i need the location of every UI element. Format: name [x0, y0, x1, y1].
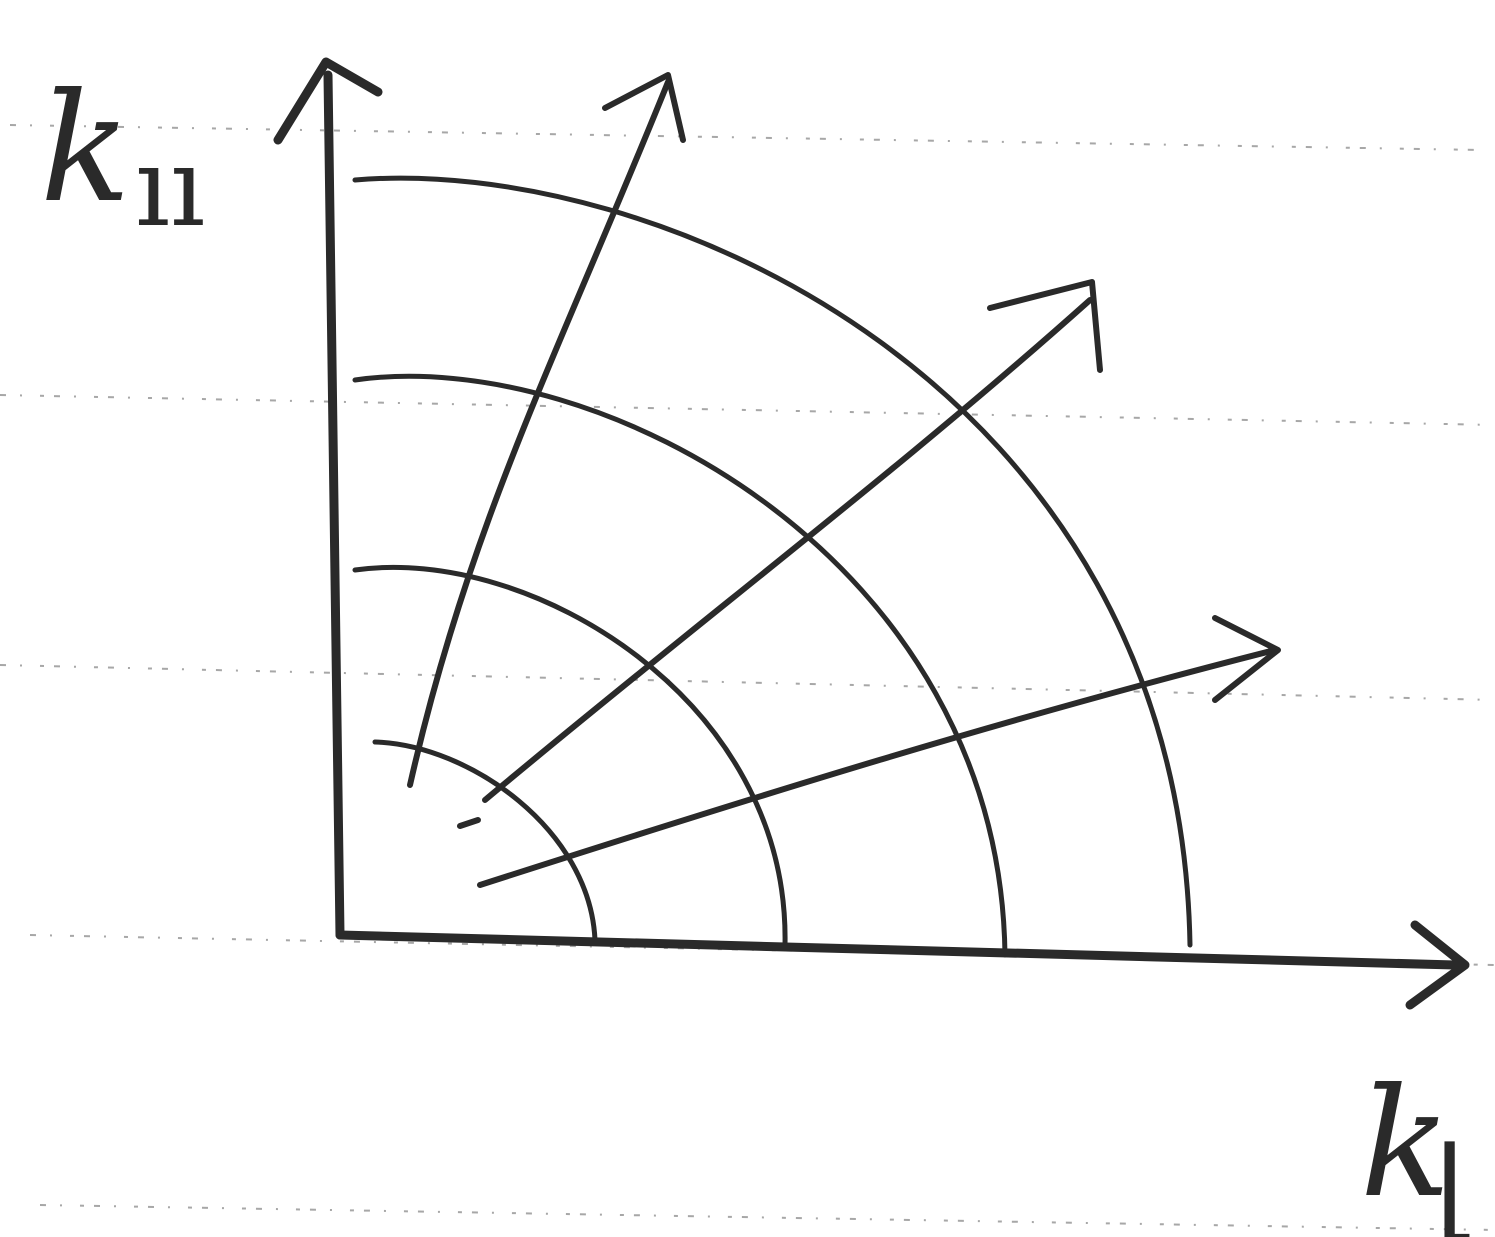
ruled-lines — [0, 124, 1495, 1231]
ray-1 — [407, 79, 671, 788]
horizontal-axis-label: k ⌊ — [1360, 1057, 1478, 1237]
horizontal-axis-arrowhead — [1405, 920, 1470, 1010]
ruled-line — [39, 1204, 1495, 1231]
ray-3-arrowhead — [1212, 615, 1281, 703]
vertical-axis-label: k ıı — [40, 62, 205, 251]
arc-1 — [372, 739, 598, 943]
arcs — [352, 175, 1193, 958]
ruled-line — [0, 394, 1495, 426]
ruled-line — [0, 664, 1495, 701]
ray-2-arrowhead — [987, 279, 1103, 373]
vertical-axis — [323, 70, 345, 940]
arc-4 — [352, 175, 1193, 948]
arc-3 — [352, 373, 1008, 958]
horizontal-axis — [335, 930, 1460, 970]
arc-2 — [352, 564, 788, 948]
ray-1-arrowhead — [602, 72, 686, 143]
rays — [407, 72, 1281, 888]
horizontal-axis-subscript: ⌊ — [1435, 1123, 1478, 1237]
axes — [273, 57, 1470, 1010]
ray-4-stub — [457, 817, 481, 829]
vertical-axis-arrowhead — [273, 57, 383, 145]
ray-3 — [477, 647, 1278, 888]
vertical-axis-letter: k — [40, 62, 131, 236]
ruled-line — [9, 124, 1481, 151]
vertical-axis-subscript: ıı — [135, 123, 205, 251]
horizontal-axis-letter: k — [1360, 1057, 1451, 1231]
ray-2 — [482, 297, 1093, 803]
